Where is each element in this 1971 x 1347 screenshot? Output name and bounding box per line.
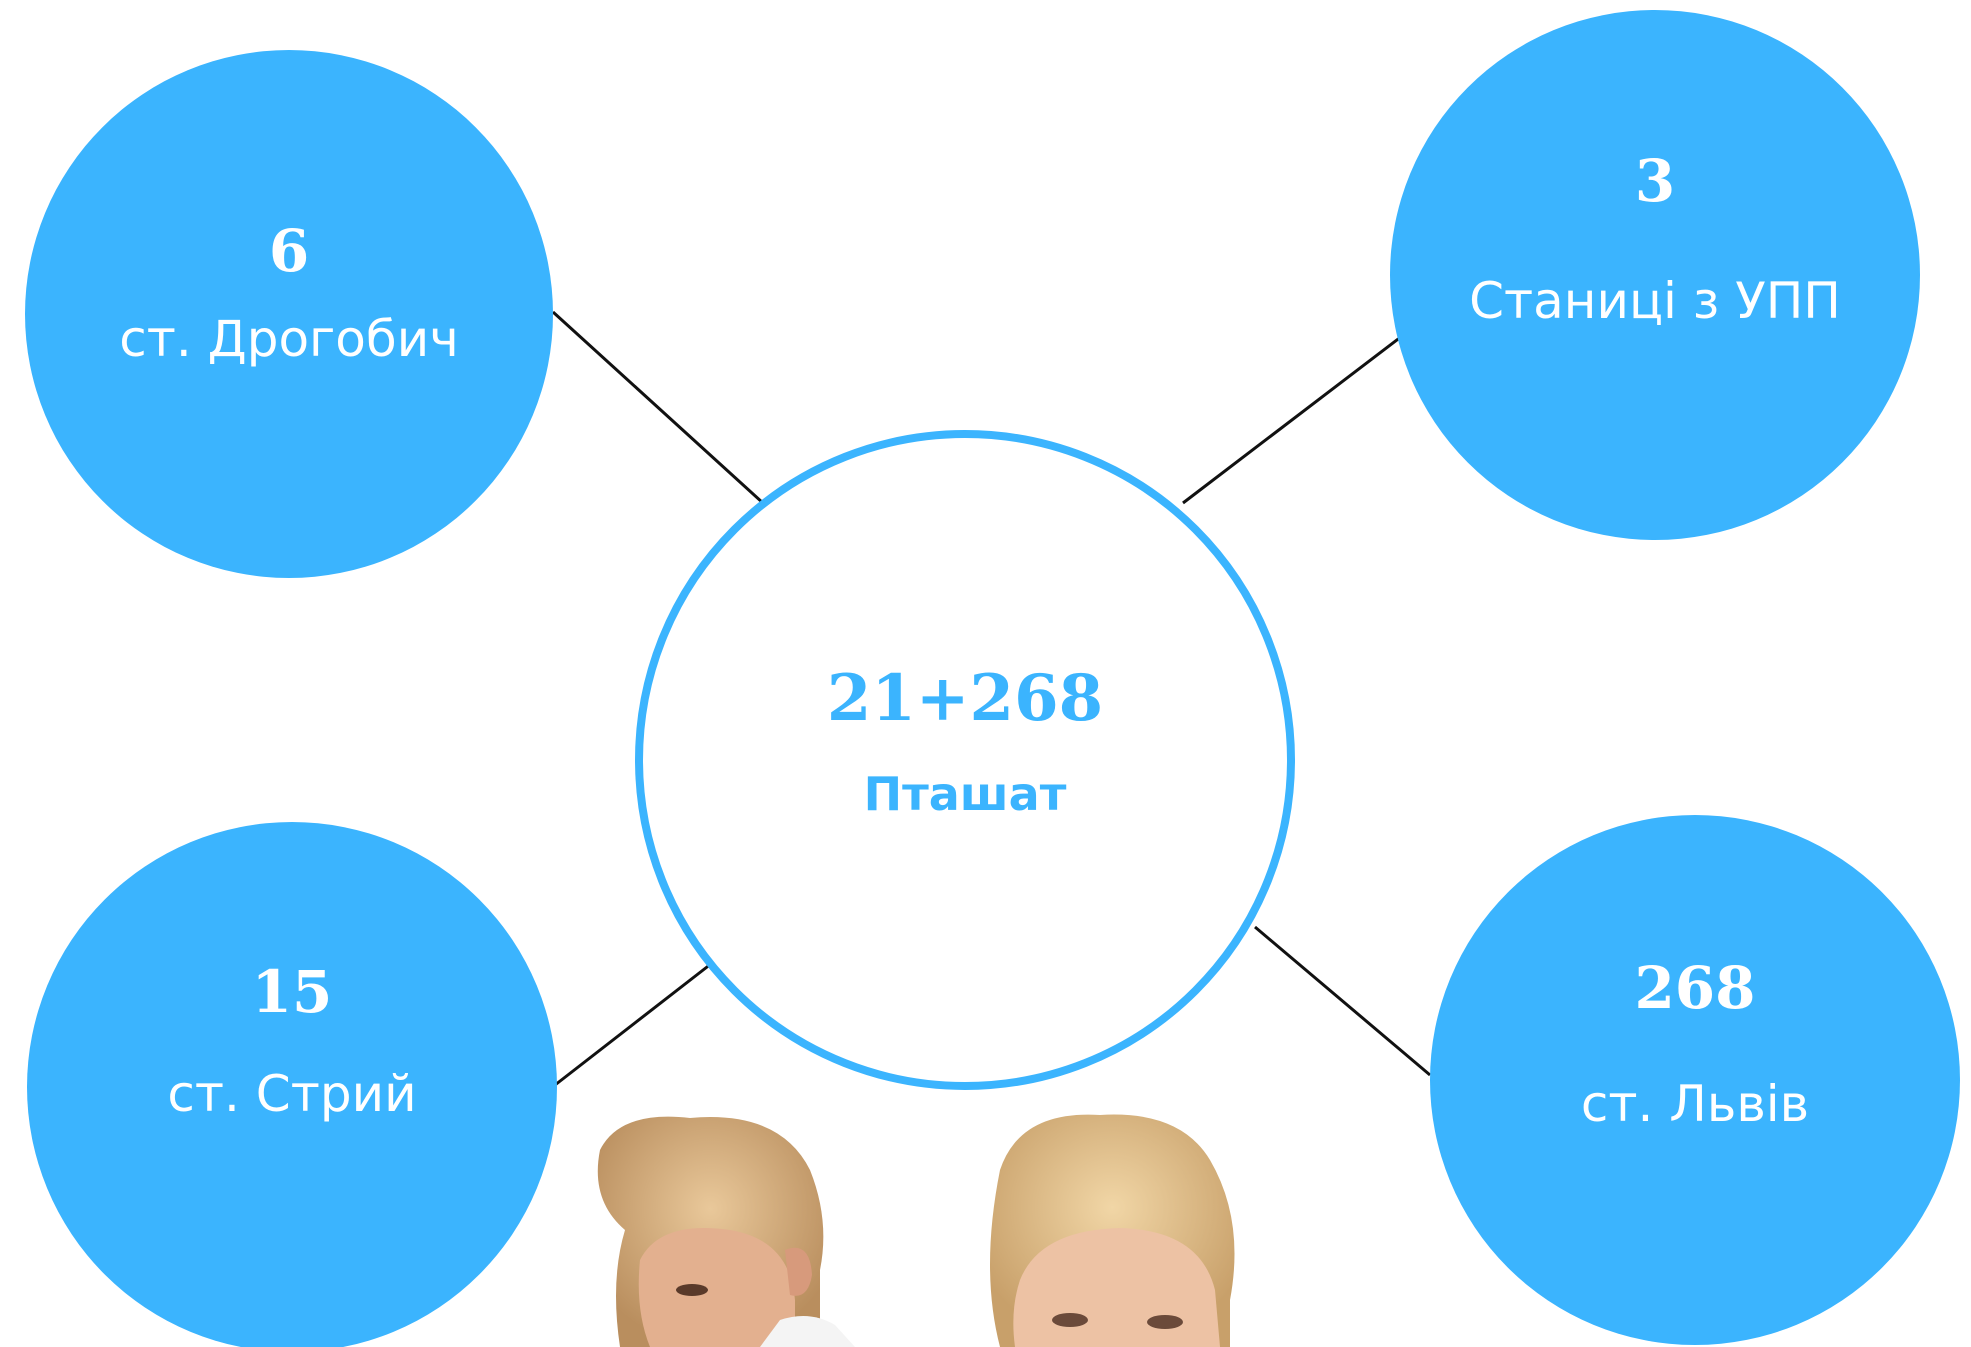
- right-child-eye-left: [1052, 1313, 1088, 1327]
- right-child-eye-right: [1147, 1315, 1183, 1329]
- node-value: 3: [1634, 146, 1676, 215]
- left-child-ear: [785, 1247, 812, 1296]
- node-top-right: 3 Станиці з УПП: [1390, 10, 1920, 540]
- node-top-left: 6 ст. Дрогобич: [25, 50, 553, 578]
- node-label: Станиці з УПП: [1469, 271, 1841, 330]
- connector-top-right: [1182, 331, 1407, 505]
- node-value: 6: [268, 216, 310, 285]
- connector-bottom-left: [554, 958, 717, 1087]
- center-label: Пташат: [863, 767, 1067, 821]
- node-label: ст. Стрий: [167, 1064, 417, 1123]
- left-child-shirt: [760, 1316, 855, 1347]
- node-bottom-left: 15 ст. Стрий: [27, 822, 557, 1347]
- node-value: 268: [1634, 953, 1756, 1022]
- node-label: ст. Львів: [1580, 1074, 1810, 1133]
- node-bottom-right: 268 ст. Львів: [1430, 815, 1960, 1345]
- left-child-eye: [676, 1284, 708, 1296]
- children-photo: [580, 1110, 1340, 1347]
- center-value: 21+268: [826, 661, 1104, 736]
- node-value: 15: [251, 957, 333, 1026]
- center-node: 21+268 Пташат: [635, 430, 1295, 1090]
- connector-bottom-right: [1254, 925, 1431, 1077]
- connector-top-left: [551, 310, 765, 505]
- node-label: ст. Дрогобич: [119, 309, 459, 368]
- children-photo-illustration: [597, 1114, 1235, 1347]
- left-child-face: [638, 1228, 795, 1347]
